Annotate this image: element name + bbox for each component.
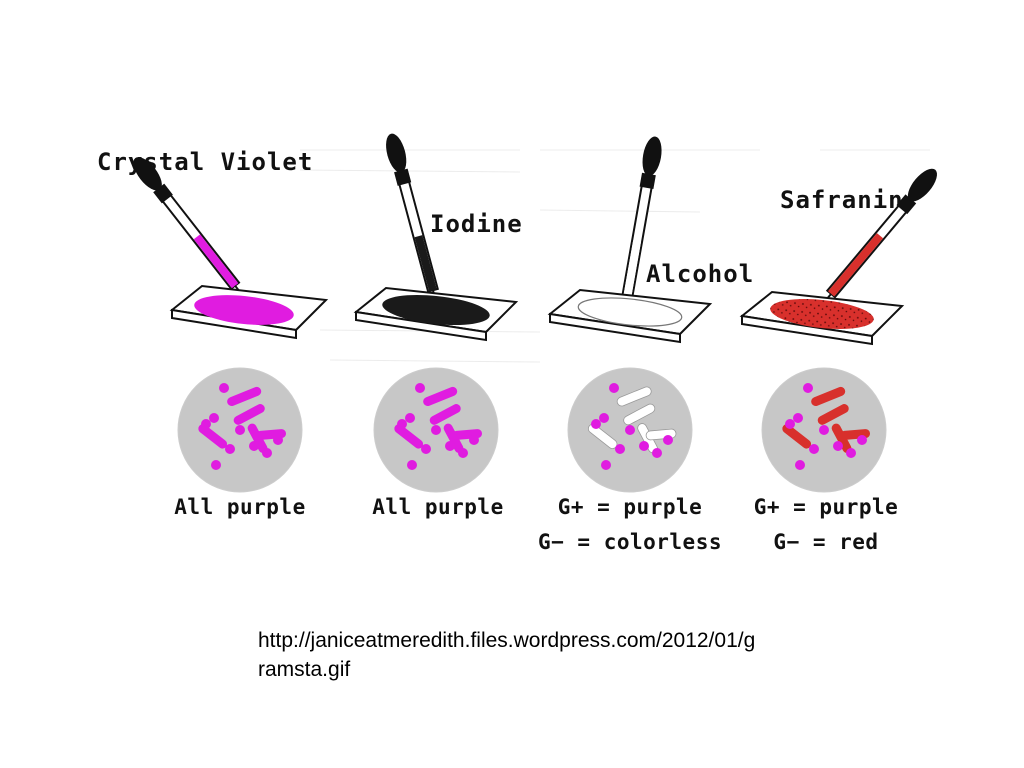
result-label-safranin-line1: G+ = purple [754, 495, 899, 519]
result-label-iodine: All purple [372, 495, 503, 519]
dropper-iodine [386, 133, 439, 303]
microscope-field-iodine [373, 367, 499, 493]
coccus-bacteria [785, 383, 867, 470]
slide-iodine [353, 286, 519, 342]
microscope-field-alcohol [567, 367, 693, 493]
microscope-field-safranin [761, 367, 887, 493]
rod-bacteria [587, 386, 677, 454]
slide-speckle [770, 299, 874, 329]
dropper-fluid [828, 233, 884, 297]
microscope-field-crystal-violet [177, 367, 303, 493]
step-alcohol: Alcohol [538, 136, 754, 554]
slide-stain [194, 295, 294, 325]
dropper-fluid [193, 234, 239, 289]
reagent-label-crystal-violet: Crystal Violet [97, 148, 313, 176]
result-label-alcohol-line2: G− = colorless [538, 530, 722, 554]
dropper-fluid [414, 235, 437, 292]
step-crystal-violet: Crystal Violet [97, 148, 329, 519]
slide-stain [577, 297, 683, 327]
slide-safranin [739, 290, 905, 346]
slide-alcohol [547, 288, 713, 344]
rod-bacteria [782, 386, 871, 453]
reagent-label-alcohol: Alcohol [646, 260, 754, 288]
coccus-bacteria [397, 383, 479, 470]
dropper-safranin [822, 168, 938, 304]
coccus-bacteria [201, 383, 283, 470]
reagent-label-iodine: Iodine [430, 210, 523, 238]
reagent-label-safranin: Safranin [780, 186, 904, 214]
coccus-bacteria [591, 383, 673, 470]
slide-crystal-violet [169, 284, 329, 340]
step-safranin: Safranin [739, 168, 938, 554]
slide-stain [382, 294, 490, 326]
result-label-alcohol-line1: G+ = purple [558, 495, 703, 519]
rod-bacteria [198, 386, 287, 453]
rod-bacteria [394, 386, 483, 453]
dropper-fluid [623, 240, 642, 297]
step-iodine: Iodine [353, 133, 523, 519]
result-label-crystal-violet: All purple [174, 495, 305, 519]
source-url: http://janiceatmeredith.files.wordpress.… [258, 629, 756, 681]
result-label-safranin-line2: G− = red [773, 530, 878, 554]
